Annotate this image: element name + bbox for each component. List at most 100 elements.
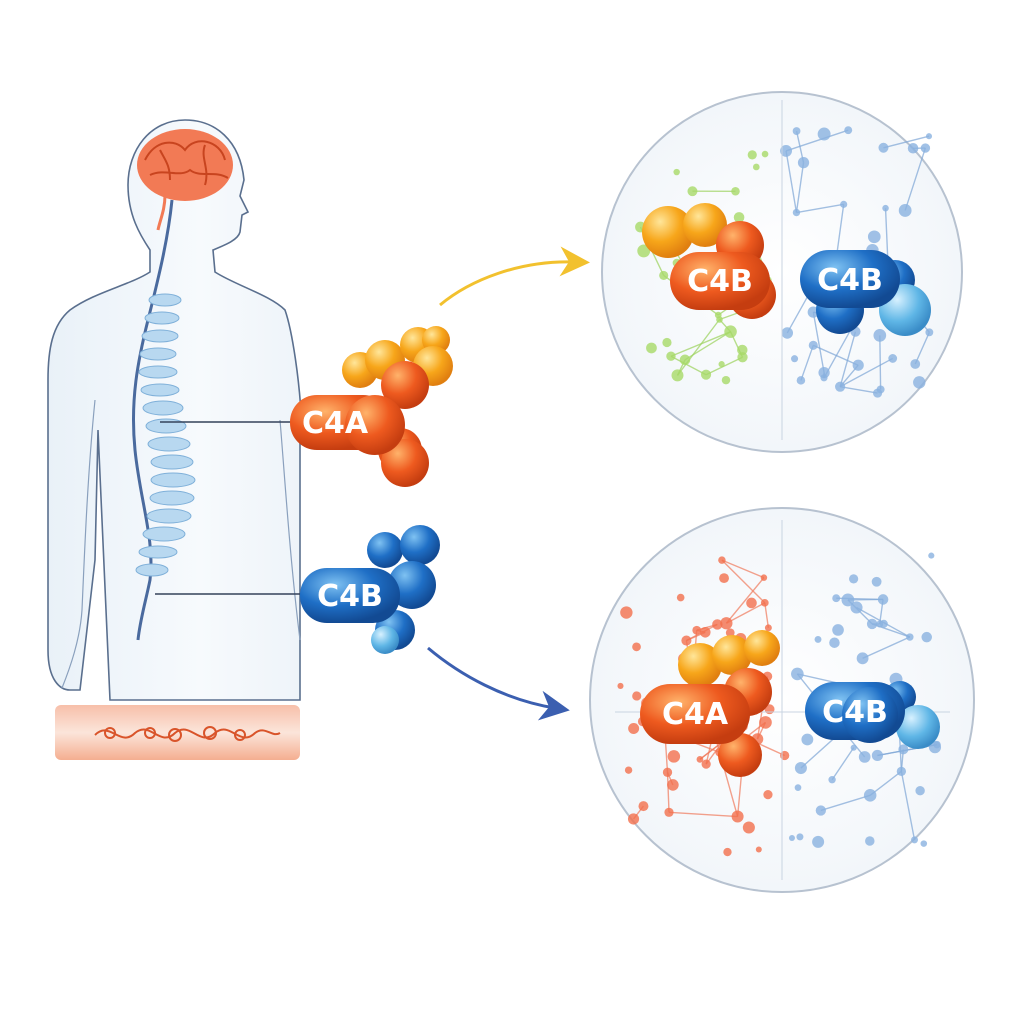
network-node <box>865 836 874 845</box>
network-node <box>832 624 844 636</box>
network-node <box>882 205 888 211</box>
network-node <box>872 750 883 761</box>
network-node <box>667 779 679 791</box>
network-node <box>743 821 755 833</box>
network-node <box>659 271 668 280</box>
c4a-label: C4A <box>302 406 369 441</box>
network-node <box>756 847 762 853</box>
network-node <box>795 762 807 774</box>
network-node <box>818 128 831 141</box>
network-node <box>878 594 889 605</box>
network-node <box>718 556 725 563</box>
network-node <box>910 359 920 369</box>
network-node <box>925 328 933 336</box>
network-node <box>664 808 673 817</box>
network-node <box>844 126 852 134</box>
network-node <box>820 374 827 381</box>
network-node <box>719 361 725 367</box>
network-node <box>697 756 704 763</box>
network-node <box>899 204 912 217</box>
network-node <box>761 574 767 580</box>
network-node <box>719 573 729 583</box>
network-node <box>793 127 801 135</box>
network-node <box>692 626 701 635</box>
network-node <box>668 750 680 762</box>
network-node <box>851 745 857 751</box>
network-node <box>906 633 913 640</box>
network-node <box>780 751 789 760</box>
network-node <box>746 598 757 609</box>
network-node <box>765 624 772 631</box>
lower-left-label: C4A <box>662 697 729 732</box>
c4a-molecule: C4A <box>290 326 453 487</box>
network-node <box>888 354 897 363</box>
network-node <box>716 316 723 323</box>
network-node <box>933 741 941 749</box>
network-node <box>840 201 847 208</box>
network-node <box>701 370 711 380</box>
network-node <box>638 801 648 811</box>
network-node <box>628 813 639 824</box>
network-node <box>841 594 854 607</box>
network-node <box>876 621 883 628</box>
intestine-band <box>55 705 300 760</box>
network-node <box>700 627 711 638</box>
network-node <box>763 790 772 799</box>
network-node <box>753 164 760 171</box>
network-node <box>859 751 871 763</box>
network-node <box>782 327 793 338</box>
network-node <box>815 636 822 643</box>
network-node <box>864 789 877 802</box>
network-node <box>791 668 804 681</box>
network-node <box>797 376 805 384</box>
c4b-molecule: C4B <box>300 525 440 654</box>
network-node <box>789 835 795 841</box>
network-node <box>791 355 798 362</box>
network-node <box>832 594 840 602</box>
upper-arrow <box>440 262 575 305</box>
network-node <box>926 133 932 139</box>
network-node <box>801 734 813 746</box>
lower-zoom-circle: C4A C4B <box>590 508 974 892</box>
network-node <box>878 143 888 153</box>
upper-left-label: C4B <box>687 264 753 299</box>
network-node <box>681 635 691 645</box>
network-node <box>748 150 757 159</box>
network-node <box>712 619 722 629</box>
network-bond <box>880 335 881 389</box>
network-node <box>812 836 824 848</box>
network-node <box>908 143 919 154</box>
c4b-label: C4B <box>317 579 383 614</box>
network-node <box>853 360 864 371</box>
upper-right-label: C4B <box>817 263 883 298</box>
network-node <box>867 619 877 629</box>
network-node <box>672 369 684 381</box>
network-node <box>724 325 737 338</box>
network-node <box>921 143 930 152</box>
network-node <box>723 848 731 856</box>
network-node <box>625 766 632 773</box>
network-node <box>646 343 657 354</box>
network-node <box>921 840 928 847</box>
network-node <box>673 169 679 175</box>
network-node <box>809 341 818 350</box>
network-node <box>731 187 740 196</box>
network-node <box>877 385 885 393</box>
network-node <box>662 338 671 347</box>
network-node <box>793 209 800 216</box>
network-node <box>913 376 925 388</box>
network-node <box>828 776 835 783</box>
network-node <box>680 355 691 366</box>
network-node <box>732 811 744 823</box>
network-node <box>849 574 858 583</box>
network-node <box>687 186 697 196</box>
network-node <box>873 329 886 342</box>
network-node <box>921 632 931 642</box>
network-node <box>911 836 918 843</box>
network-node <box>868 230 881 243</box>
network-node <box>795 784 802 791</box>
network-node <box>872 577 882 587</box>
network-node <box>835 382 845 392</box>
human-figure <box>48 120 305 700</box>
